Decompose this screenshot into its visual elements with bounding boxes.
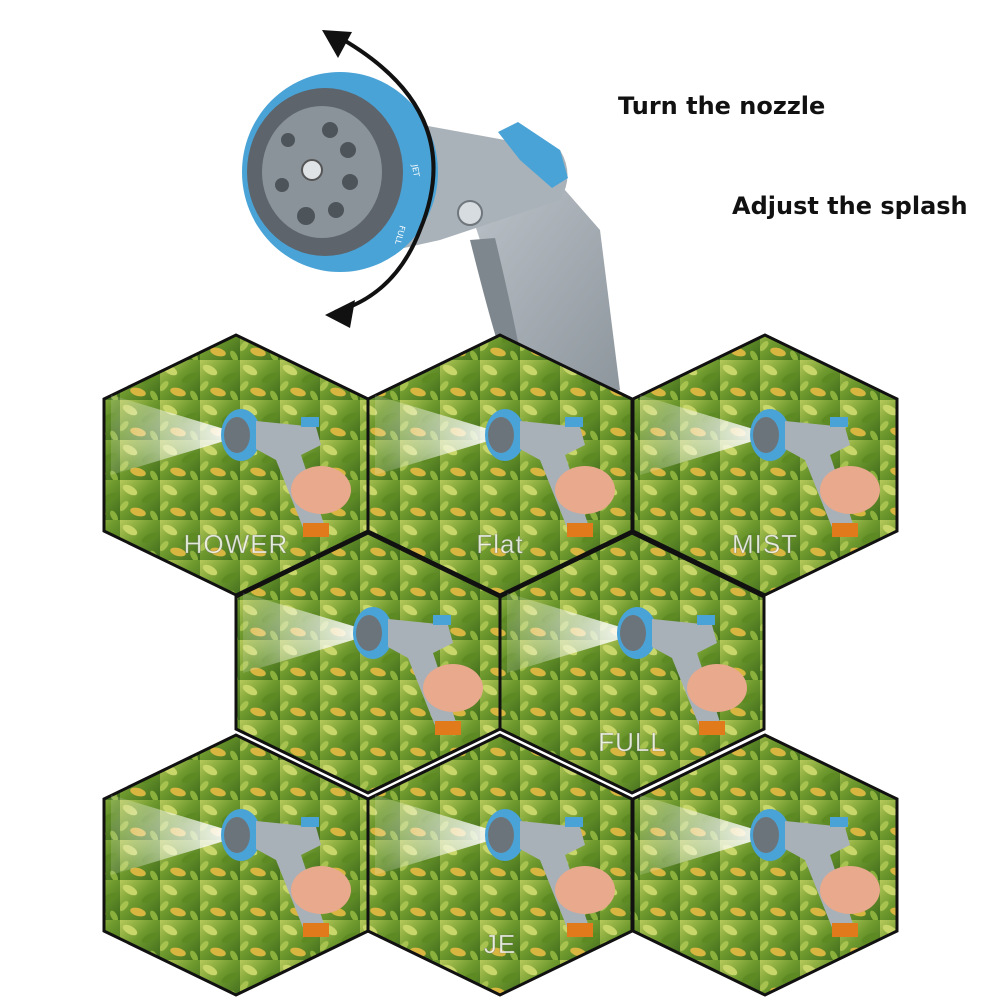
- water-spray: [375, 395, 495, 475]
- rotation-arrow-icon: [334, 33, 436, 314]
- hose-connector: [832, 923, 858, 937]
- water-spray: [640, 395, 760, 475]
- caption-turn-nozzle: Turn the nozzle: [618, 92, 826, 120]
- thumb-lever: [498, 122, 568, 188]
- spray-mode-tile: MIST: [631, 333, 899, 597]
- hand: [291, 466, 351, 514]
- spray-mode-tile: [102, 733, 370, 997]
- spray-mode-label: Flat: [476, 529, 523, 559]
- hose-connector: [303, 523, 329, 537]
- hero-nozzle: JET FULL: [242, 30, 620, 400]
- pivot-screw: [457, 200, 483, 226]
- hand: [291, 866, 351, 914]
- spray-mode-grid: HOWER Flat MIST FULL JE: [102, 333, 899, 997]
- spray-mode-tile: [234, 531, 502, 795]
- hose-connector: [303, 923, 329, 937]
- spray-mode-tile: FULL: [498, 531, 766, 795]
- water-spray: [507, 593, 627, 673]
- water-spray: [640, 795, 760, 875]
- arrowhead-bottom-icon: [325, 300, 355, 328]
- spray-mode-label: HOWER: [184, 529, 289, 559]
- water-spray: [375, 795, 495, 875]
- spray-mode-label: FULL: [598, 727, 666, 757]
- spray-mode-tile: [631, 733, 899, 997]
- hose-connector: [832, 523, 858, 537]
- spray-mode-tile: HOWER: [102, 333, 370, 597]
- water-spray: [111, 395, 231, 475]
- hand: [820, 466, 880, 514]
- arrowhead-top-icon: [322, 30, 352, 58]
- water-spray: [111, 795, 231, 875]
- hand: [423, 664, 483, 712]
- caption-adjust-splash: Adjust the splash: [732, 192, 968, 220]
- spray-mode-label: MIST: [732, 529, 798, 559]
- hose-connector: [567, 923, 593, 937]
- water-spray: [243, 593, 363, 673]
- hand: [555, 466, 615, 514]
- hose-connector: [699, 721, 725, 735]
- spray-mode-tile: JE: [366, 733, 634, 997]
- foliage-background: [498, 531, 766, 795]
- hand: [555, 866, 615, 914]
- hand: [687, 664, 747, 712]
- hose-connector: [567, 523, 593, 537]
- spray-mode-tile: Flat: [366, 333, 634, 597]
- foliage-background: [631, 733, 899, 997]
- hand: [820, 866, 880, 914]
- dial-center-screw: [301, 159, 323, 181]
- spray-mode-label: JE: [484, 929, 516, 959]
- foliage-background: [631, 333, 899, 597]
- dial-label-jet: JET: [410, 163, 421, 178]
- nozzle-trigger: [470, 238, 520, 352]
- hose-connector: [435, 721, 461, 735]
